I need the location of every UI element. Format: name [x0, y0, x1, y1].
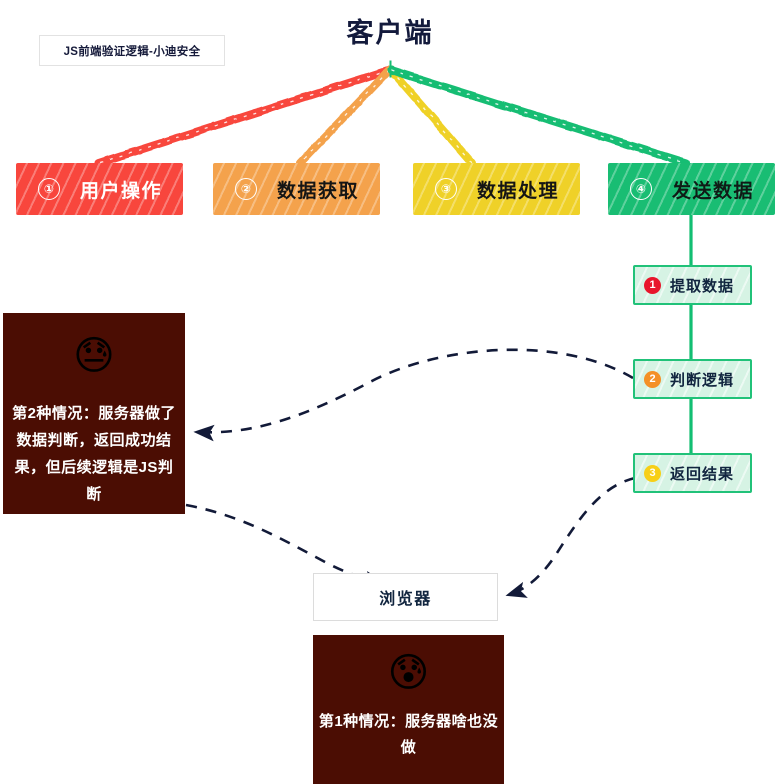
note-card-case-1: 😰 第1种情况：服务器啥也没做 [313, 635, 504, 784]
chain-box-extract-data[interactable]: 1 提取数据 [633, 265, 752, 305]
chain-box-judge-logic[interactable]: 2 判断逻辑 [633, 359, 752, 399]
connector-client-to-stage3 [387, 66, 476, 167]
page-title-label: 客户端 [346, 18, 434, 48]
browser-box-label: 浏览器 [379, 591, 432, 608]
stage-label: 数据获取 [277, 180, 360, 202]
corner-tag-label: JS前端验证逻辑-小迪安全 [63, 45, 201, 58]
chain-label: 返回结果 [670, 465, 735, 483]
chain-number-badge: 2 [644, 370, 661, 388]
stage-box-send-data[interactable]: ④ 发送数据 [608, 163, 775, 215]
chain-number-badge: 3 [644, 464, 661, 482]
browser-box[interactable]: 浏览器 [313, 573, 498, 621]
note-card-case-1-text: 第1种情况：服务器啥也没做 [318, 713, 499, 756]
chain-number-badge: 1 [644, 276, 661, 294]
arrow-srv3-to-browser [505, 476, 636, 598]
note-card-case-2: 😓 第2种情况：服务器做了数据判断，返回成功结果，但后续逻辑是JS判断 [3, 313, 185, 514]
connector-hub-stub [385, 57, 396, 81]
stage-label: 用户操作 [80, 180, 163, 202]
stage-number-badge: ③ [435, 178, 457, 200]
arrow-srv2-to-case2 [193, 348, 634, 442]
stage-box-data-process[interactable]: ③ 数据处理 [413, 163, 580, 215]
connector-client-to-stage2 [296, 66, 393, 167]
corner-tag: JS前端验证逻辑-小迪安全 [39, 35, 225, 66]
stage-number-badge: ① [38, 178, 60, 200]
stage-number-badge: ② [235, 178, 257, 200]
chain-label: 提取数据 [670, 277, 735, 295]
page-title: 客户端 [0, 11, 780, 50]
chain-label: 判断逻辑 [670, 371, 735, 389]
downcast-face-with-sweat-icon: 😓 [73, 334, 115, 378]
arrow-case2-to-browser [185, 503, 386, 588]
stage-number-badge: ④ [630, 178, 652, 200]
note-card-case-2-text: 第2种情况：服务器做了数据判断，返回成功结果，但后续逻辑是JS判断 [12, 405, 176, 503]
stage-label: 发送数据 [672, 180, 755, 202]
anxious-face-with-sweat-icon: 😰 [387, 651, 430, 695]
stage-box-user-action[interactable]: ① 用户操作 [16, 163, 183, 215]
connector-client-to-stage1 [95, 66, 393, 167]
chain-box-return-result[interactable]: 3 返回结果 [633, 453, 752, 493]
connector-client-to-stage4 [387, 66, 690, 167]
stage-label: 数据处理 [477, 180, 560, 202]
stage-box-data-fetch[interactable]: ② 数据获取 [213, 163, 380, 215]
